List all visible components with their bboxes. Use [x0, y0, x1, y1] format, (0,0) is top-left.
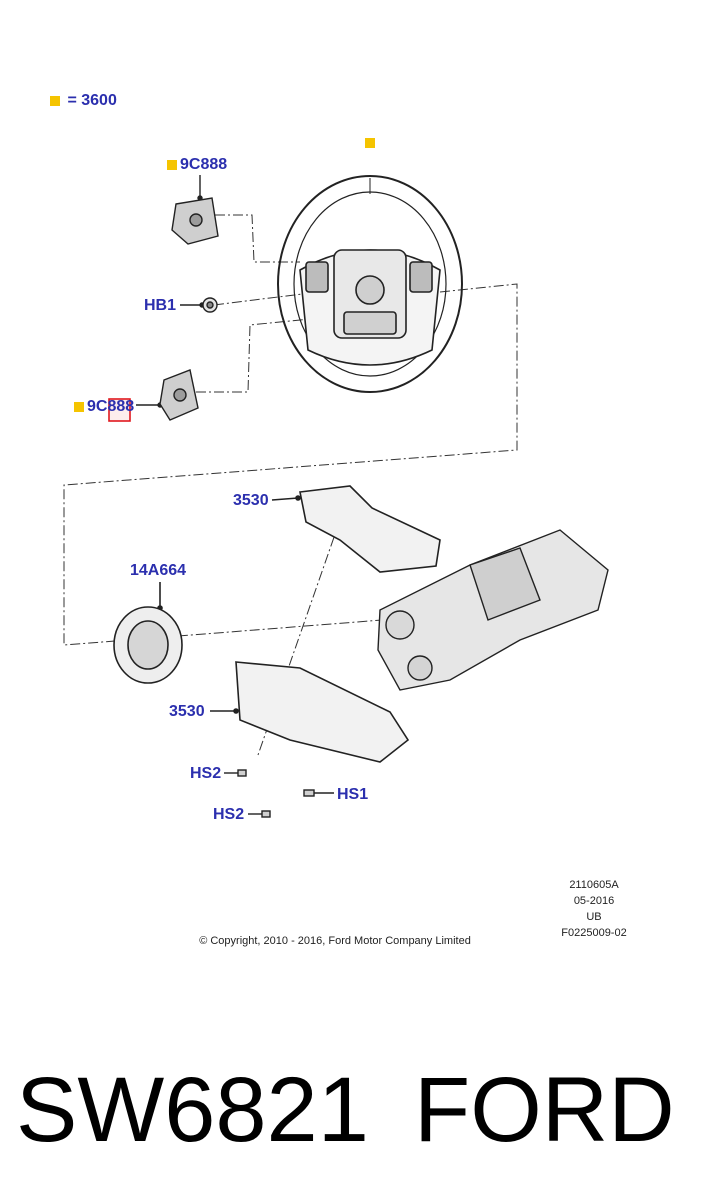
hb1-part: [180, 297, 218, 313]
meta-region: UB: [586, 911, 602, 923]
callout-label: 9C888: [180, 156, 228, 173]
meta-ref: 2110605A: [569, 879, 619, 891]
callout-hs2-a: HS2: [190, 765, 222, 782]
steering-wheel: [277, 175, 463, 393]
hs2-screw-a: [237, 769, 247, 777]
footer-brand: FORD: [414, 1059, 675, 1161]
callout-9c888-top: 9C888: [167, 156, 227, 174]
leader-column: [63, 283, 518, 646]
footer: SW6821 FORD: [0, 1040, 708, 1180]
leader-switch-bottom: [196, 317, 321, 393]
steering-column-part: [377, 529, 609, 691]
callout-marker: [167, 159, 177, 170]
callout-label: 9C888: [87, 398, 135, 415]
callout-hb1: HB1: [144, 297, 177, 314]
legend-marker: [50, 95, 60, 106]
leader-hb1: [213, 291, 319, 306]
clockspring-part: [113, 582, 183, 684]
wheel-marker: [365, 138, 375, 148]
parts-diagram: = 3600 9C888 HB1 9C888 3530 14A664 3530 …: [50, 92, 640, 947]
highlight-box: [108, 398, 131, 422]
hs2-screw-b: [261, 810, 271, 818]
callout-14a664: 14A664: [130, 562, 187, 579]
screws: [224, 769, 334, 818]
legend: = 3600: [50, 92, 117, 110]
meta-block: 2110605A 05-2016 UB F0225009-02: [548, 877, 640, 941]
switch-bottom-part: [136, 369, 199, 421]
footer-part-number: SW6821: [16, 1059, 369, 1161]
legend-text: = 3600: [67, 92, 117, 109]
callout-hs2-b: HS2: [213, 806, 245, 823]
meta-code: F0225009-02: [561, 927, 627, 939]
callout-marker: [74, 401, 84, 412]
hs1-screw: [303, 789, 315, 797]
callout-3530-upper: 3530: [233, 492, 269, 509]
callout-hs1: HS1: [337, 786, 369, 803]
upper-shroud-part: [271, 485, 441, 573]
meta-date: 05-2016: [573, 895, 615, 907]
switch-top-part: [171, 175, 219, 245]
copyright: © Copyright, 2010 - 2016, Ford Motor Com…: [199, 935, 471, 947]
diagram-svg: [63, 138, 609, 818]
lower-shroud-part: [210, 661, 410, 763]
leader-switch-top: [215, 214, 300, 263]
callout-9c888-bottom: 9C888: [74, 398, 134, 416]
callout-3530-lower: 3530: [169, 703, 205, 720]
